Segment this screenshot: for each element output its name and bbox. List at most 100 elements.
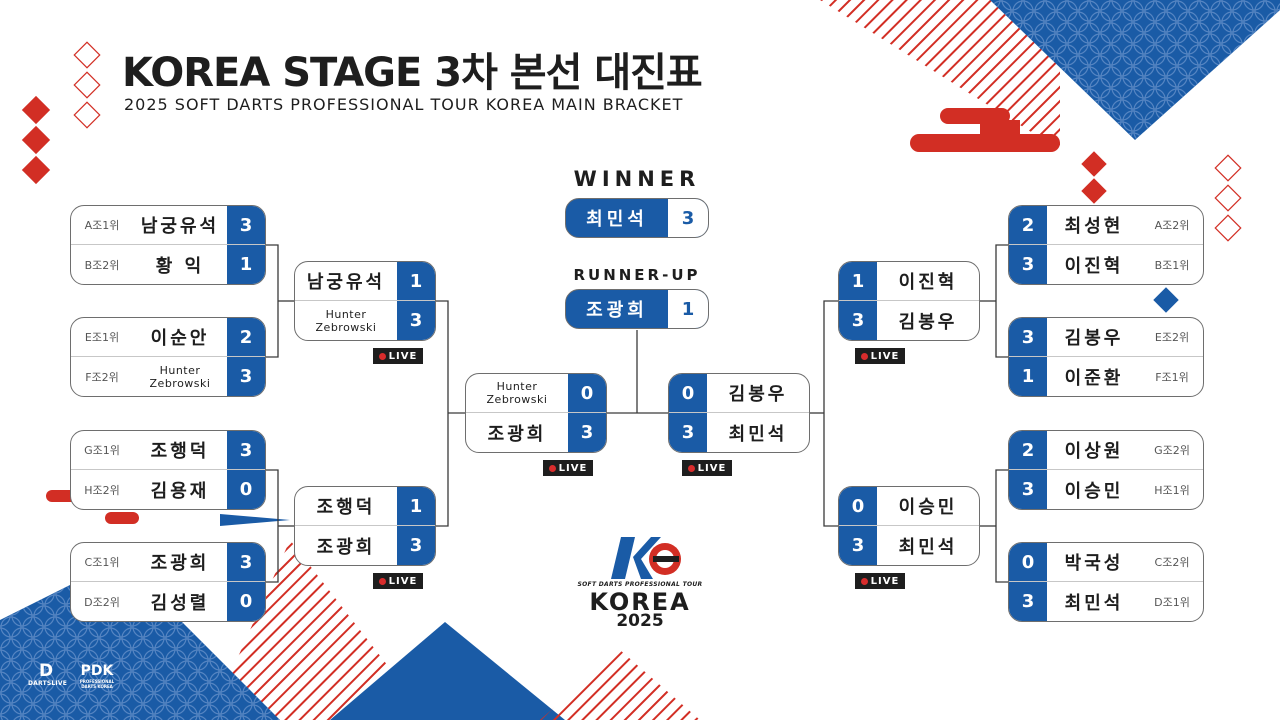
seed-label: E조2위 <box>1154 331 1190 344</box>
left-qf-match-1[interactable]: 남궁유석 1 Hunter Zebrowski 3 <box>294 261 436 341</box>
runnerup-name: 조광희 <box>586 300 648 321</box>
live-text: LIVE <box>388 350 418 362</box>
live-dot-icon <box>860 577 868 585</box>
runnerup-label: RUNNER-UP <box>573 266 701 284</box>
runnerup-pill[interactable]: 조광희 1 <box>565 289 709 329</box>
player-score: 2 <box>1009 206 1047 244</box>
player-score: 3 <box>669 413 707 452</box>
left-r16-match-2[interactable]: E조1위 이순안 2 F조2위 Hunter Zebrowski 3 <box>70 317 266 397</box>
dartslive-logo: D DARTSLIVE <box>28 662 67 687</box>
live-dot-icon <box>860 352 868 360</box>
player-score: 0 <box>227 470 265 509</box>
player-name: Hunter Zebrowski <box>149 363 211 390</box>
player-score: 2 <box>227 318 265 356</box>
player-score: 1 <box>839 262 877 300</box>
player-score: 0 <box>568 374 606 412</box>
pdk-logo: PDK PROFESSIONAL DARTS KOREA <box>74 663 120 690</box>
seed-label: G조2위 <box>1154 444 1190 457</box>
live-text: LIVE <box>870 350 900 362</box>
winner-name: 최민석 <box>586 209 648 230</box>
left-r16-match-3[interactable]: G조1위 조행덕 3 H조2위 김용재 0 <box>70 430 266 510</box>
live-badge[interactable]: LIVE <box>682 460 732 476</box>
seed-label: H조1위 <box>1154 483 1190 497</box>
live-dot-icon <box>378 577 386 585</box>
player-score: 0 <box>227 582 265 621</box>
player-name: 이승민 <box>1064 480 1124 502</box>
live-badge[interactable]: LIVE <box>373 348 423 364</box>
live-badge[interactable]: LIVE <box>543 460 593 476</box>
winner-score: 3 <box>668 199 708 237</box>
player-name: 이진혁 <box>898 272 958 293</box>
player-name: 박국성 <box>1064 553 1124 574</box>
logo-wordmark: KOREA <box>589 588 691 616</box>
player-name: 김용재 <box>150 480 210 502</box>
live-badge[interactable]: LIVE <box>373 573 423 589</box>
player-name: 이승민 <box>898 497 958 518</box>
player-score: 3 <box>397 526 435 565</box>
player-score: 1 <box>397 262 435 300</box>
player-name: 김봉우 <box>728 384 788 405</box>
player-name: 김성렬 <box>150 592 210 614</box>
player-name: 최민석 <box>1064 592 1124 614</box>
player-score: 3 <box>227 431 265 469</box>
player-score: 3 <box>1009 582 1047 621</box>
player-score: 1 <box>227 245 265 284</box>
player-score: 0 <box>839 487 877 525</box>
player-name: 조광희 <box>316 536 376 558</box>
logo-year: 2025 <box>616 611 664 631</box>
seed-label: C조1위 <box>84 556 120 569</box>
live-text: LIVE <box>388 575 418 587</box>
live-dot-icon <box>548 464 556 472</box>
player-name: 황 익 <box>155 255 205 277</box>
player-score: 3 <box>1009 245 1047 284</box>
live-badge[interactable]: LIVE <box>855 348 905 364</box>
seed-label: F조2위 <box>85 370 119 384</box>
logo-tagline: SOFT DARTS PROFESSIONAL TOUR <box>577 581 703 588</box>
player-name: 최민석 <box>898 536 958 558</box>
seed-label: A조1위 <box>84 219 120 232</box>
player-score: 3 <box>227 543 265 581</box>
player-score: 3 <box>1009 318 1047 356</box>
player-score: 3 <box>568 413 606 452</box>
seed-label: C조2위 <box>1154 556 1190 569</box>
live-badge[interactable]: LIVE <box>855 573 905 589</box>
pdk-text: PDK <box>80 663 114 679</box>
live-text: LIVE <box>870 575 900 587</box>
player-score: 1 <box>397 487 435 525</box>
player-score: 3 <box>1009 470 1047 509</box>
seed-label: F조1위 <box>1155 370 1189 384</box>
seed-label: D조1위 <box>1154 595 1190 609</box>
player-name: Hunter Zebrowski <box>486 380 548 406</box>
player-name: 최성현 <box>1064 216 1124 237</box>
player-name: 이순안 <box>150 328 210 349</box>
player-name: 조행덕 <box>150 441 210 462</box>
player-name: 남궁유석 <box>306 272 386 293</box>
page-title: KOREA STAGE 3차 본선 대진표 <box>122 50 703 96</box>
player-score: 0 <box>669 374 707 412</box>
player-name: 이상원 <box>1064 441 1124 462</box>
seed-label: A조2위 <box>1154 219 1190 232</box>
live-text: LIVE <box>697 462 727 474</box>
player-score: 3 <box>227 206 265 244</box>
player-name: Hunter Zebrowski <box>315 307 377 334</box>
seed-label: G조1위 <box>84 444 120 457</box>
seed-label: H조2위 <box>84 483 120 497</box>
seed-label: E조1위 <box>84 331 120 344</box>
player-score: 3 <box>397 301 435 340</box>
logo-emblem-icon <box>611 537 681 579</box>
player-name: 이진혁 <box>1064 255 1124 277</box>
right-sf-match[interactable]: 0 김봉우 3 최민석 <box>668 373 810 453</box>
player-name: 최민석 <box>728 423 788 445</box>
winner-pill[interactable]: 최민석 3 <box>565 198 709 238</box>
player-score: 3 <box>227 357 265 396</box>
